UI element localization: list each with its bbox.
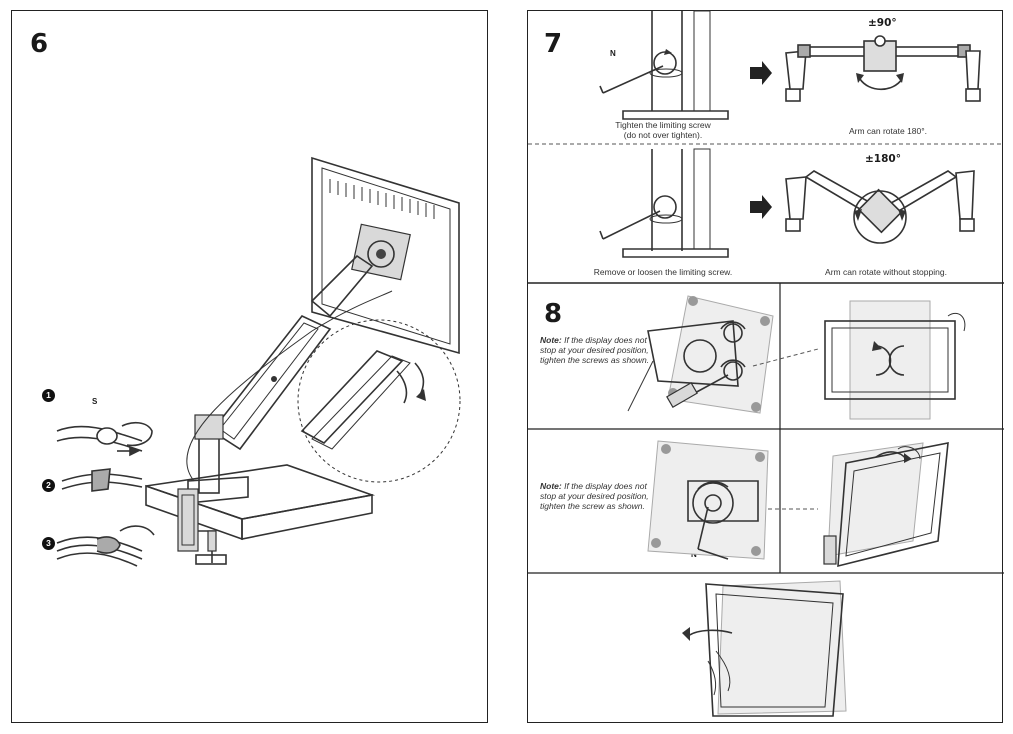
rotation-tension-note: Note: If the display does not stop at yo… xyxy=(540,481,652,512)
strap-label: S xyxy=(92,397,98,406)
step-8-illustrations xyxy=(528,283,1004,717)
tilt-tension-note: Note: If the display does not stop at yo… xyxy=(540,335,652,366)
monitor-arm-illustration xyxy=(56,156,461,567)
step-6-panel: 6 xyxy=(11,10,488,723)
step-7-number: 7 xyxy=(544,29,563,59)
note-text: If the display does not stop at your des… xyxy=(540,481,649,512)
hex-key-label: N xyxy=(610,49,616,58)
step-7-illustrations xyxy=(528,10,1004,284)
substep-2-marker: 2 xyxy=(42,479,55,492)
note-label: Note: xyxy=(540,481,562,491)
step-8-number: 8 xyxy=(544,299,563,329)
rotate-180-caption: Arm can rotate 180°. xyxy=(848,126,928,136)
rotate-unlimited-caption: Arm can rotate without stopping. xyxy=(825,267,947,277)
angle-90-label: ±90° xyxy=(868,17,897,29)
substep-1-marker: 1 xyxy=(42,389,55,402)
step-number: 6 xyxy=(30,29,49,59)
substep-3-marker: 3 xyxy=(42,537,55,550)
tighten-screw-caption: Tighten the limiting screw (do not over … xyxy=(615,120,711,140)
note-text: If the display does not stop at your des… xyxy=(540,335,650,366)
loosen-screw-caption: Remove or loosen the limiting screw. xyxy=(593,267,733,277)
note-label: Note: xyxy=(540,335,562,345)
angle-180-label: ±180° xyxy=(865,153,901,165)
steps-7-8-panel: 7 N ±90° ±180° xyxy=(527,10,1004,723)
